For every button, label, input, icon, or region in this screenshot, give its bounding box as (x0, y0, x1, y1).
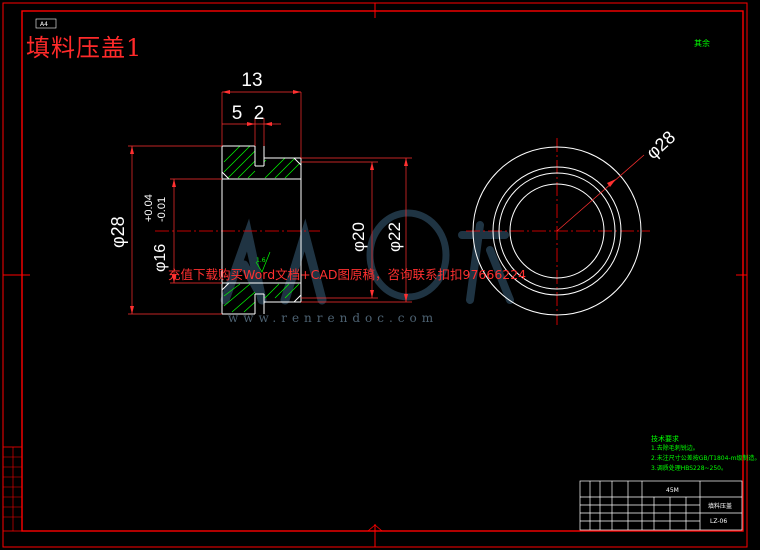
tech-line: 3.调质处理HBS228~250。 (651, 465, 727, 472)
roughness-note-other: 其余 (694, 39, 710, 48)
lower-hatch (223, 283, 300, 313)
dimension-arrows (130, 90, 408, 314)
title-block-material: 45M (666, 487, 679, 494)
leader-outer-dia (556, 154, 645, 232)
dim-bore-tol-lower: -0.01 (156, 197, 168, 222)
sheet-size-label: A4 (40, 21, 48, 28)
title-block (579, 480, 743, 531)
tech-requirements: 技术要求 1.去除毛刺锐边。 2.未注尺寸公差按GB/T1804-m级制造。 3… (651, 434, 760, 474)
dim-dia-20: φ20 (349, 222, 368, 252)
leader-arrow (607, 179, 616, 187)
sheet-size-box (35, 18, 57, 29)
roughness-value: 1.6 (256, 257, 266, 264)
dim-dia-22: φ22 (385, 222, 404, 252)
circle-dia-22 (492, 166, 622, 296)
drawing-title: 填料压盖1 (26, 34, 143, 62)
part-outline (221, 145, 302, 315)
dim-bore-tol-upper: +0.04 (143, 194, 155, 222)
circle-bore (509, 183, 605, 279)
title-block-drawing-no: LZ-06 (710, 518, 728, 525)
title-block-part-name: 填料压盖 (708, 503, 733, 510)
roughness-symbol (255, 251, 271, 273)
watermark-url: www.renrendoc.com (228, 311, 439, 325)
tech-heading: 技术要求 (651, 435, 679, 443)
section-view: 13 5 2 φ28 φ16 +0.04 -0.01 φ20 φ22 (108, 70, 412, 315)
end-view: φ28 (466, 127, 679, 325)
tech-line: 2.未注尺寸公差按GB/T1804-m级制造。 (651, 455, 760, 462)
watermark-logo (220, 209, 514, 305)
dim-outer-dia-right: φ28 (642, 127, 679, 163)
upper-hatch (223, 145, 301, 179)
circle-outer (472, 146, 642, 316)
dim-outer-dia-left: φ28 (108, 216, 128, 248)
left-margin-table (2, 446, 23, 532)
projection-arrow (366, 524, 384, 532)
dim-bore-dia: φ16 (152, 244, 169, 272)
tech-line: 1.去除毛刺锐边。 (651, 445, 699, 452)
promo-text[interactable]: 充值下载购买Word文档+CAD图原稿，咨询联系扣扣97666224 (168, 267, 527, 282)
dimension-lines (128, 91, 412, 315)
circle-dia-20 (498, 172, 616, 290)
dim-flange-a: 5 (232, 103, 243, 124)
dim-total-length: 13 (241, 70, 262, 91)
dim-flange-b: 2 (254, 103, 265, 124)
